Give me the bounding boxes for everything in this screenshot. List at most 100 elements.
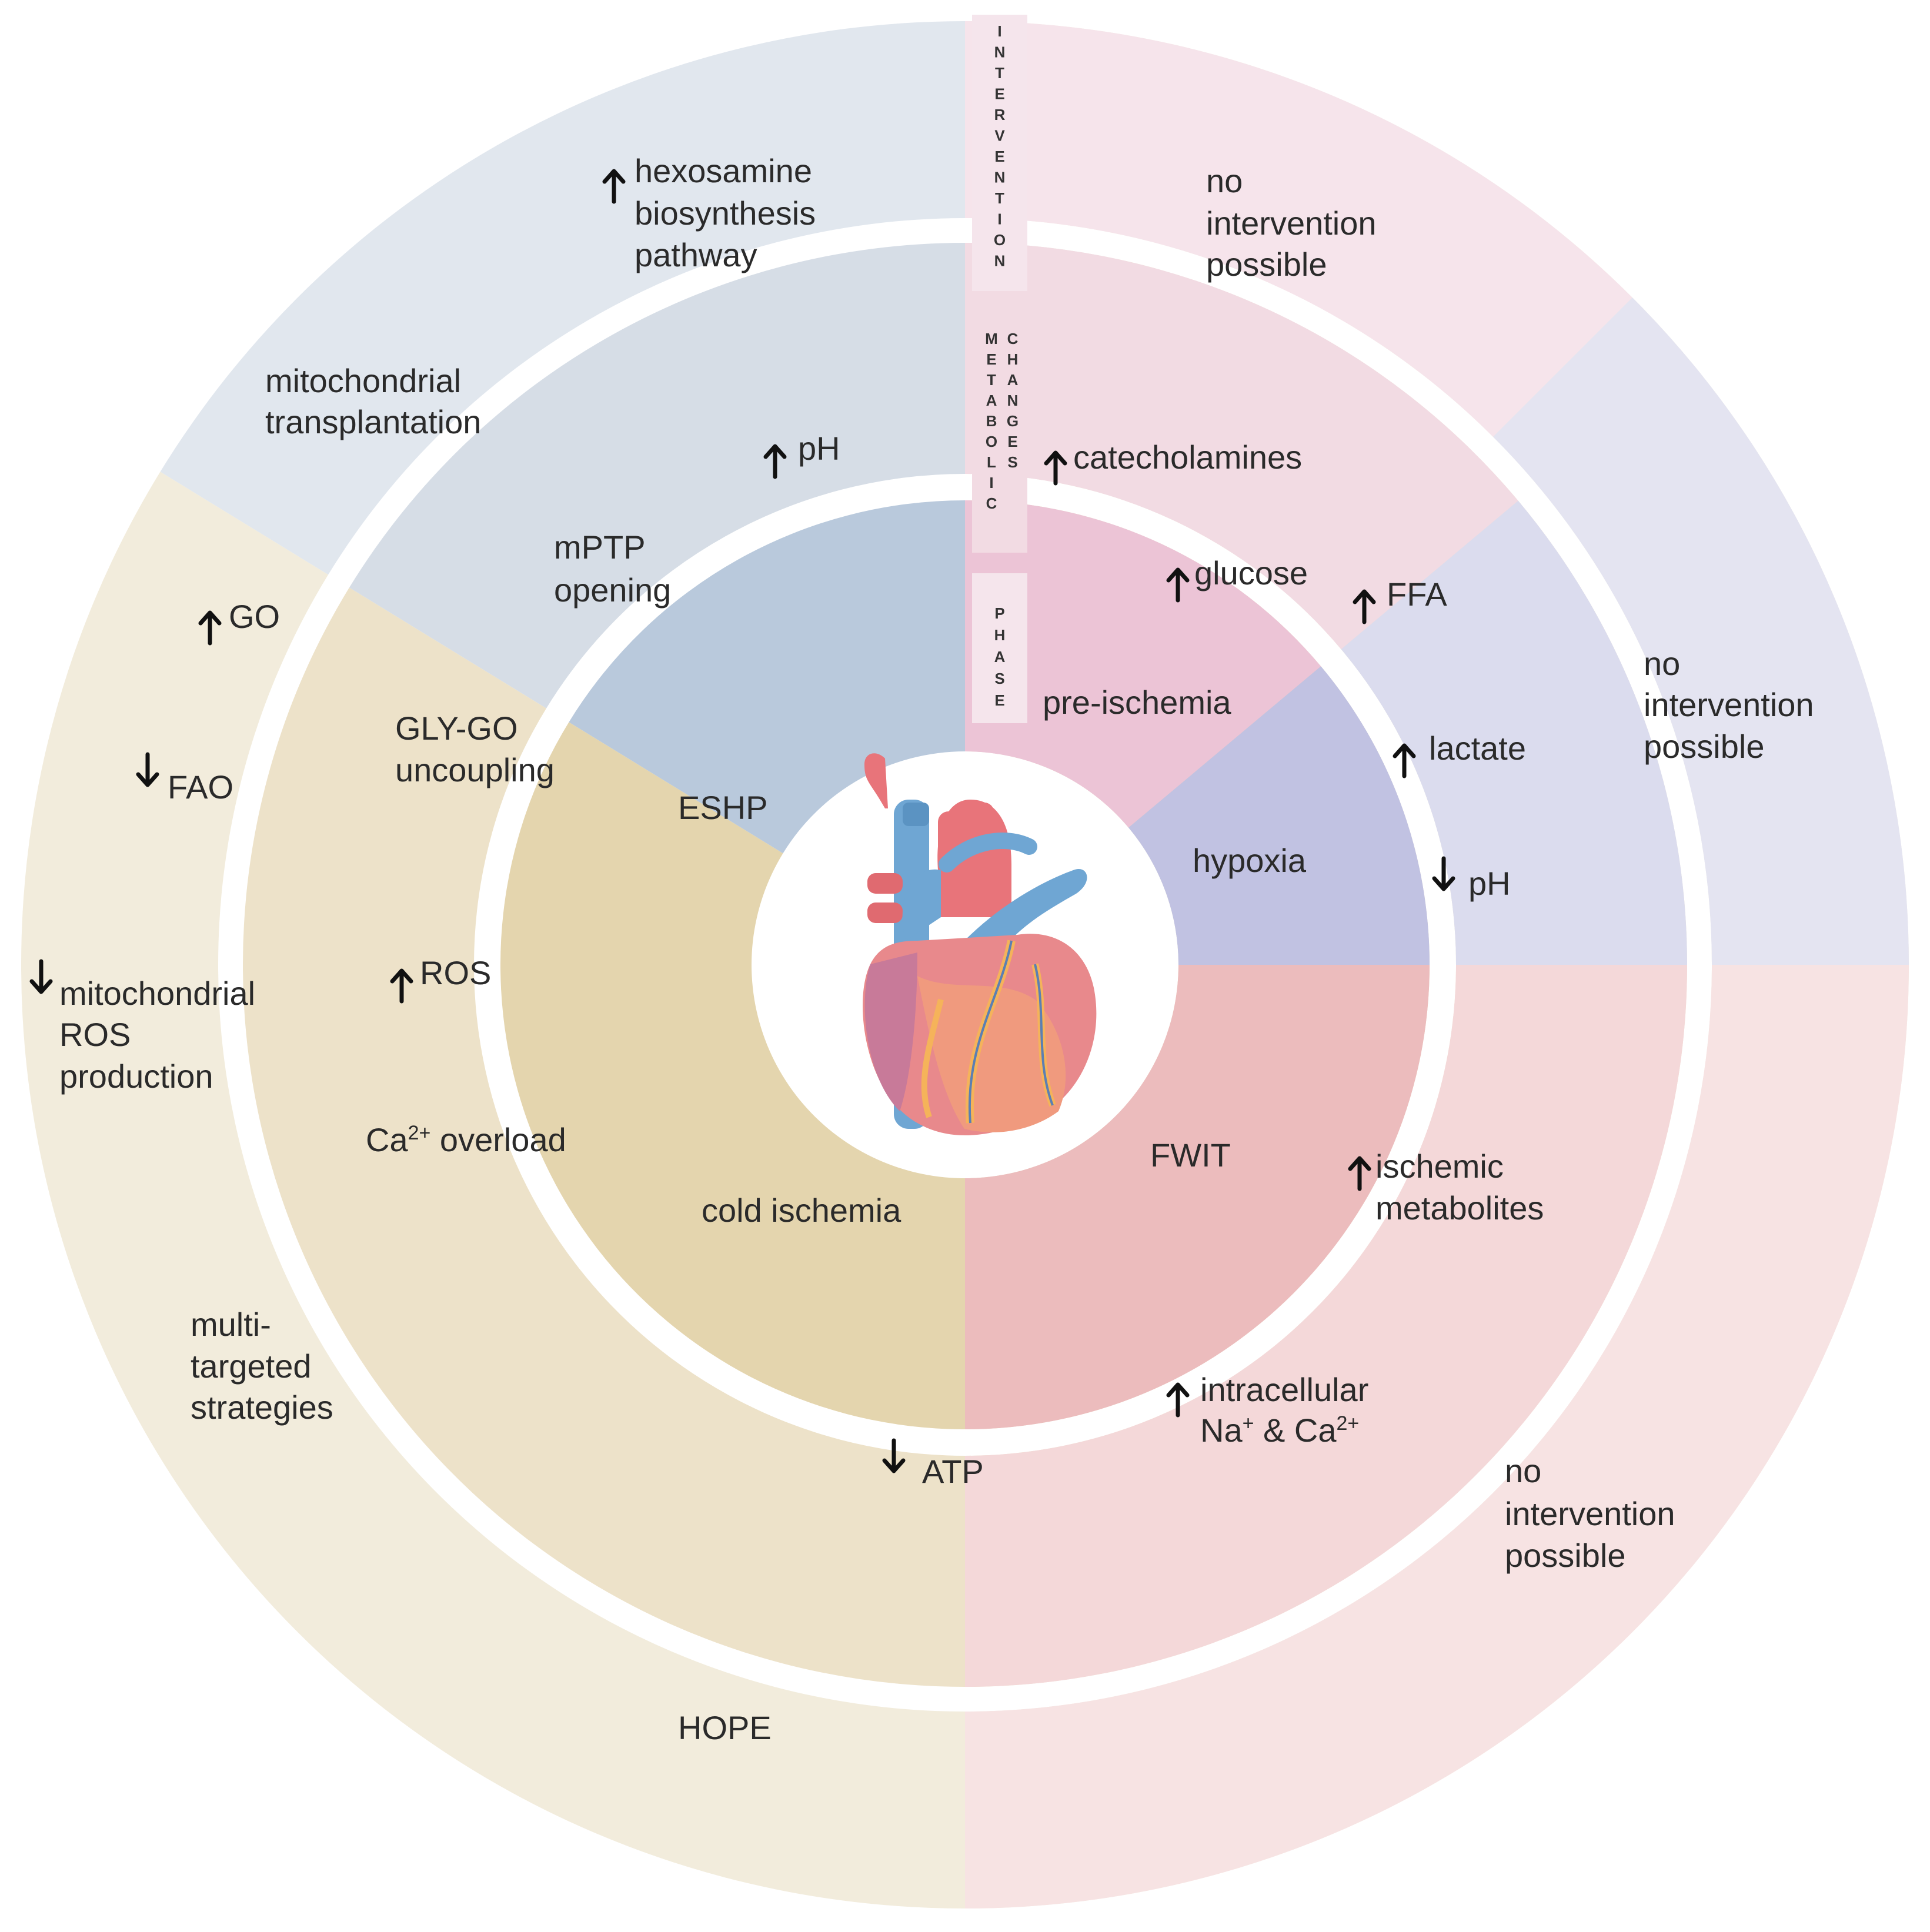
arrow-up-icon (1044, 450, 1067, 486)
strip-letter: T (995, 64, 1004, 82)
inner-sector-fwit (965, 965, 1430, 1429)
outer-sector-pink (965, 21, 1632, 437)
arrow-down-icon (882, 1438, 906, 1473)
phase-strip (972, 573, 1027, 723)
strip-letter: C (986, 494, 997, 512)
strip-letter: A (994, 648, 1006, 666)
na-superscript: + (1243, 1412, 1254, 1435)
strip-letter: O (986, 433, 997, 450)
arrow-down-icon (29, 959, 53, 994)
mptp-line1: mPTP (554, 529, 646, 566)
no-intervention-bottom-line1: no (1505, 1452, 1541, 1489)
lactate-label: lactate (1429, 730, 1526, 767)
phase-fwit: FWIT (1150, 1137, 1231, 1174)
strip-letter: N (994, 44, 1006, 61)
strip-letter: I (997, 210, 1001, 228)
go-label: GO (229, 598, 280, 635)
ca-overload-label: Ca2+ overload (366, 1121, 566, 1158)
ca-text: Ca (366, 1121, 408, 1158)
strip-letter: H (1007, 350, 1019, 368)
mito-transplant-line2: transplantation (265, 403, 481, 440)
metabolic-strip (972, 320, 1027, 553)
phase-eshp: ESHP (678, 789, 768, 826)
overload-text: overload (430, 1121, 566, 1158)
strip-letter: S (1007, 453, 1017, 471)
ph-high-label: pH (798, 430, 840, 467)
no-intervention-right-line3: possible (1644, 728, 1764, 765)
middle-sector-blue (349, 243, 965, 708)
ros-label: ROS (420, 954, 491, 991)
strip-letter: G (1007, 412, 1019, 430)
inner-sector-pre-ischemia (965, 500, 1321, 828)
multi-targeted-line3: strategies (191, 1389, 333, 1426)
arrow-up-icon (198, 610, 222, 646)
outer-sector-blue (160, 21, 965, 575)
arrow-up-icon (1166, 1382, 1190, 1418)
strip-letter: E (994, 691, 1004, 709)
no-intervention-right-line1: no (1644, 645, 1680, 682)
strip-letter: N (994, 169, 1006, 186)
multi-targeted-line1: multi- (191, 1306, 271, 1343)
labels: pre-ischemia hypoxia FWIT cold ischemia … (59, 152, 1814, 1746)
strip-letter: R (994, 106, 1006, 123)
arrow-up-icon (1393, 743, 1416, 778)
no-intervention-top-line2: intervention (1206, 205, 1377, 242)
middle-sector-lavender (1341, 500, 1687, 965)
intracellular-line2: Na+ & Ca2+ (1200, 1412, 1359, 1449)
ffa-label: FFA (1387, 576, 1447, 613)
strip-letter: S (994, 670, 1004, 687)
arrow-up-icon (390, 968, 413, 1004)
mito-transplant-line1: mitochondrial (265, 362, 461, 399)
ischemic-metabolites-line2: metabolites (1375, 1189, 1544, 1226)
arrow-up-icon (1348, 1156, 1371, 1191)
ischemic-metabolites-line1: ischemic (1375, 1148, 1504, 1185)
mito-ros-line2: ROS (59, 1016, 131, 1053)
ca-text: & Ca (1254, 1412, 1337, 1449)
strip-letter: O (994, 231, 1006, 249)
strip-letter: H (994, 626, 1006, 644)
arrow-up-icon (1353, 589, 1376, 624)
mito-ros-line3: production (59, 1058, 213, 1095)
arrow-up-icon (1166, 567, 1190, 603)
glygo-line1: GLY-GO (395, 710, 518, 747)
ca-superscript: 2+ (408, 1122, 431, 1144)
intervention-strip (972, 15, 1027, 291)
strip-letter: B (986, 412, 997, 430)
hexosamine-line3: pathway (635, 236, 757, 273)
ph-low-label: pH (1468, 865, 1511, 902)
inner-sector-hypoxia (1128, 666, 1430, 965)
arrows (29, 169, 1455, 1473)
middle-sector-pink (965, 243, 1518, 650)
strip-letter: A (1007, 371, 1019, 389)
glucose-label: glucose (1194, 554, 1308, 591)
strip-letter: L (987, 453, 996, 471)
outer-sector-lavender (1493, 298, 1909, 965)
phase-cold-ischemia: cold ischemia (702, 1192, 901, 1229)
strip-letter: I (989, 474, 993, 492)
arrow-down-icon (136, 752, 159, 787)
rings (21, 21, 1909, 1909)
strip-letter: N (994, 252, 1006, 270)
ca-superscript: 2+ (1337, 1412, 1360, 1435)
mptp-line2: opening (554, 571, 671, 609)
multi-targeted-line2: targeted (191, 1348, 312, 1385)
strip-letter: E (994, 148, 1004, 165)
hexosamine-line1: hexosamine (635, 152, 812, 189)
strip-letter: T (995, 189, 1004, 207)
arrow-down-icon (1432, 856, 1455, 891)
strip-letter: C (1007, 330, 1019, 347)
strip-letter: E (1007, 433, 1017, 450)
na-text: Na (1200, 1412, 1243, 1449)
strip-letter: I (997, 22, 1001, 40)
glygo-line2: uncoupling (395, 751, 555, 788)
strip-letter: E (994, 85, 1004, 103)
strip-letter: M (985, 330, 998, 347)
catecholamines-label: catecholamines (1073, 439, 1302, 476)
